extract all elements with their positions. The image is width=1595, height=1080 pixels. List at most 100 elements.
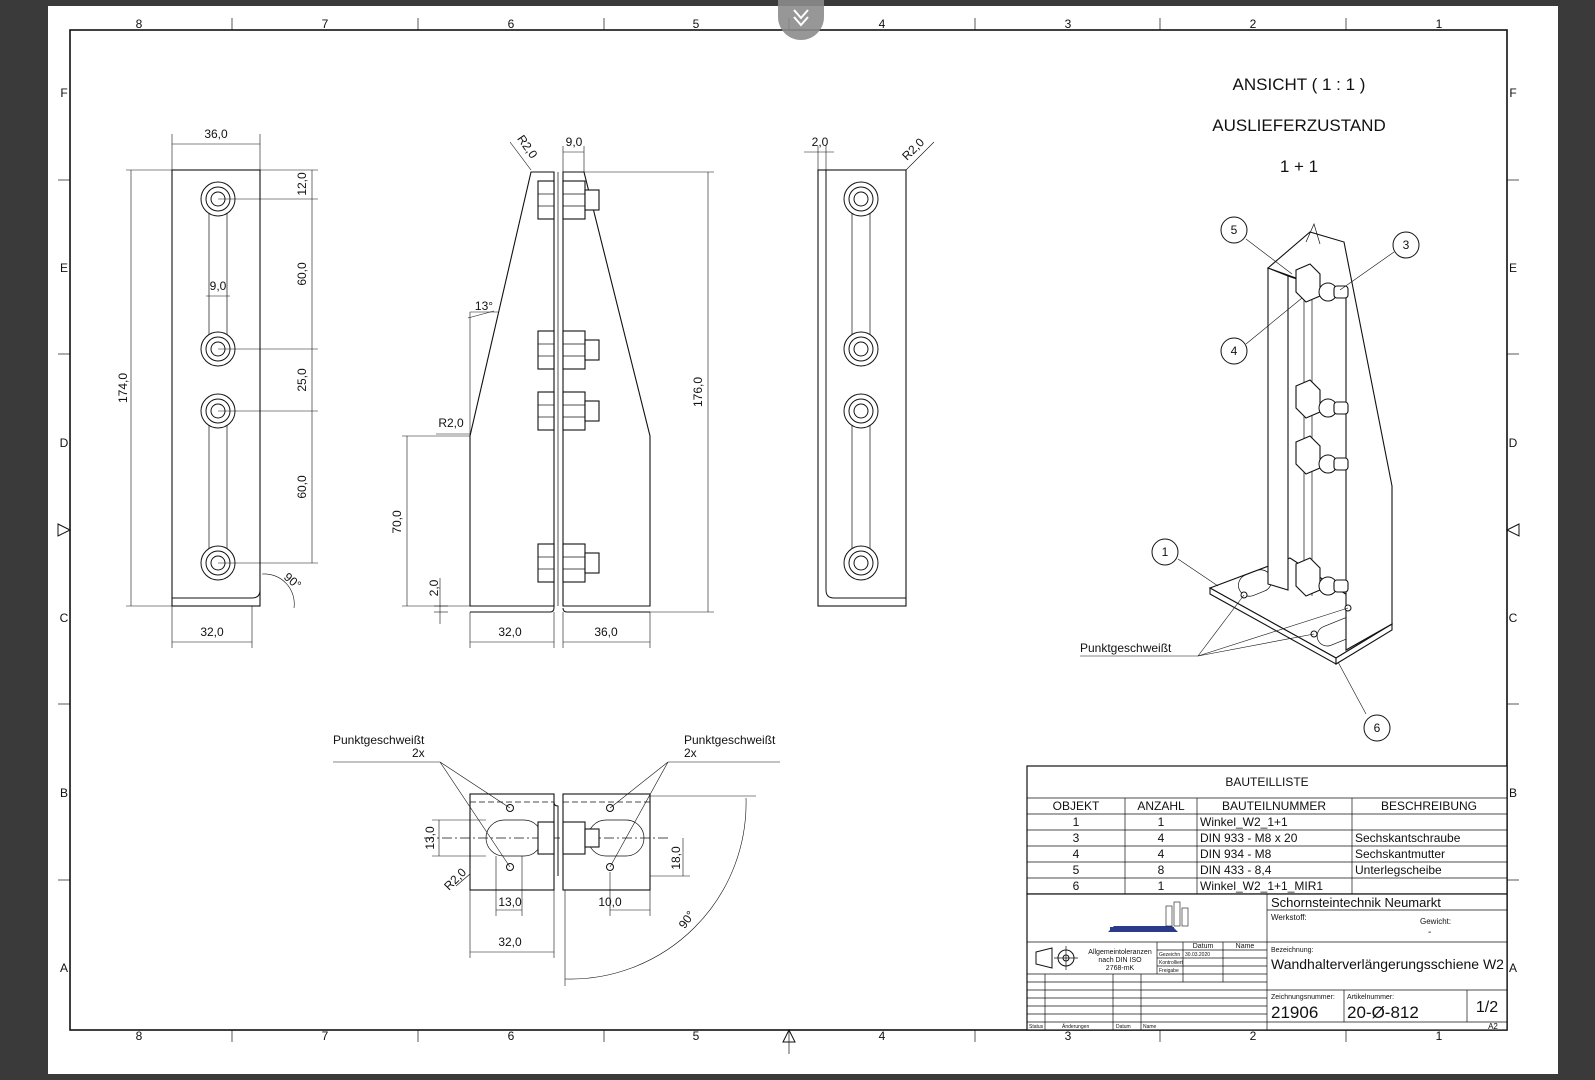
- svg-text:8: 8: [1158, 863, 1165, 877]
- row-label: C: [1509, 611, 1518, 625]
- svg-text:DIN 934 - M8: DIN 934 - M8: [1200, 847, 1272, 861]
- row-label: F: [60, 86, 67, 100]
- bom-header: BESCHREIBUNG: [1381, 799, 1477, 813]
- column-label: 5: [693, 17, 700, 31]
- approval-header: Datum: [1193, 943, 1214, 950]
- dimension-label: R2,0: [514, 132, 540, 161]
- bolt-assembly: [537, 330, 600, 370]
- item-balloon: 1: [1151, 538, 1179, 566]
- dimension-label: 2,0: [427, 579, 441, 596]
- svg-text:1: 1: [1158, 815, 1165, 829]
- approval-row: Gezeichn: [1159, 952, 1180, 958]
- row-label: E: [1509, 261, 1517, 275]
- row-label: D: [1509, 436, 1518, 450]
- column-label: 1: [1436, 17, 1443, 31]
- drawing-number-label: Zeichnungsnummer:: [1271, 994, 1335, 1001]
- dimension-label: 32,0: [498, 935, 522, 949]
- column-label: 4: [879, 17, 886, 31]
- column-label: 2: [1250, 1029, 1257, 1043]
- company-logo: [1108, 901, 1189, 932]
- revision-header: Name: [1143, 1024, 1157, 1030]
- column-label: 6: [508, 1029, 515, 1043]
- bom-table: BAUTEILLISTE OBJEKT ANZAHL BAUTEILNUMMER…: [1026, 765, 1508, 895]
- bolt-assembly: [1295, 557, 1349, 597]
- dimension-label: 60,0: [295, 475, 309, 499]
- svg-text:6: 6: [1073, 879, 1080, 893]
- company-name: Schornsteintechnik Neumarkt: [1271, 895, 1441, 910]
- approval-date: 30.03.2020: [1185, 952, 1210, 958]
- item-balloon: 4: [1220, 337, 1248, 365]
- dimension-label: 176,0: [691, 377, 705, 407]
- row-label: D: [60, 436, 69, 450]
- viewer-pan-handle[interactable]: [778, 0, 824, 40]
- view-isometric: ANSICHT ( 1 : 1 ) AUSLIEFERZUSTAND 1 + 1: [1080, 75, 1420, 742]
- bom-header: BAUTEILNUMMER: [1222, 799, 1326, 813]
- bom-row: 6 1 Winkel_W2_1+1_MIR1: [1073, 879, 1324, 893]
- designation-label: Bezeichnung:: [1271, 947, 1313, 954]
- approval-row: Freigabe: [1159, 968, 1179, 974]
- column-label: 5: [693, 1029, 700, 1043]
- drawing-number: 21906: [1271, 1003, 1318, 1022]
- dimension-label: 18,0: [669, 846, 683, 870]
- weight-label: Gewicht:: [1420, 917, 1451, 926]
- row-label: A: [60, 961, 68, 975]
- dimension-label: 90°: [281, 570, 304, 593]
- column-label: 6: [508, 17, 515, 31]
- dimension-label: 32,0: [200, 625, 224, 639]
- bom-row: 5 8 DIN 433 - 8,4 Unterlegscheibe: [1073, 863, 1442, 877]
- svg-text:DIN 933 - M8 x 20: DIN 933 - M8 x 20: [1200, 831, 1298, 845]
- row-label: B: [60, 786, 68, 800]
- svg-text:4: 4: [1073, 847, 1080, 861]
- title-block: Allgemeintoleranzen nach DIN ISO 2768-mK…: [1026, 893, 1508, 1031]
- dimension-label: 10,0: [598, 895, 622, 909]
- bolt-assembly: [1295, 263, 1349, 303]
- dimension-label: R2,0: [438, 416, 464, 430]
- svg-text:Unterlegscheibe: Unterlegscheibe: [1355, 863, 1442, 877]
- item-balloon: 5: [1220, 216, 1248, 244]
- row-label: E: [60, 261, 68, 275]
- sheet-format: A2: [1488, 1022, 1498, 1031]
- revision-header: Status: [1029, 1024, 1044, 1030]
- dimension-label: 25,0: [295, 368, 309, 392]
- dimension-label: 60,0: [295, 262, 309, 286]
- designation: Wandhalterverlängerungsschiene W2: [1271, 956, 1504, 972]
- projection-symbol-icon: [1035, 946, 1078, 970]
- column-label: 8: [136, 1029, 143, 1043]
- item-balloon: 6: [1363, 714, 1391, 742]
- dimension-label: 36,0: [204, 127, 228, 141]
- tolerance-note: nach DIN ISO: [1098, 957, 1142, 964]
- column-label: 3: [1065, 1029, 1072, 1043]
- bolt-assembly: [1295, 379, 1349, 419]
- column-label: 7: [322, 1029, 329, 1043]
- weld-note: Punktgeschweißt: [333, 733, 425, 747]
- bolt-head: [843, 181, 879, 217]
- dimension-label: 13,0: [498, 895, 522, 909]
- tolerance-note: Allgemeintoleranzen: [1088, 949, 1152, 956]
- svg-text:DIN 433 - 8,4: DIN 433 - 8,4: [1200, 863, 1272, 877]
- column-label: 2: [1250, 17, 1257, 31]
- svg-text:1: 1: [1158, 879, 1165, 893]
- column-label: 4: [879, 1029, 886, 1043]
- bom-header: OBJEKT: [1053, 799, 1100, 813]
- weld-note: Punktgeschweißt: [1080, 641, 1172, 655]
- dimension-label: 9,0: [566, 135, 583, 149]
- bolt-head: [843, 331, 879, 367]
- dimension-label: 12,0: [295, 172, 309, 196]
- dimension-label: 9,0: [210, 279, 227, 293]
- svg-text:3: 3: [1073, 831, 1080, 845]
- technical-drawing: 8 7 6 5 4 3 2 1 8 7 6 5 4 3 2 1 F E D C …: [57, 17, 1520, 1054]
- svg-text:4: 4: [1158, 847, 1165, 861]
- bolt-assembly: [537, 543, 600, 583]
- bolt-assembly: [537, 391, 600, 431]
- svg-text:Sechskantmutter: Sechskantmutter: [1355, 847, 1445, 861]
- view-front-right: 2,0 R2,0: [804, 135, 935, 607]
- bolt-head: [843, 393, 879, 429]
- weld-note: Punktgeschweißt: [684, 733, 776, 747]
- view-top: Punktgeschweißt 2x Punktgeschweißt 2x 13…: [333, 733, 780, 986]
- svg-text:6: 6: [1374, 721, 1381, 735]
- material-label: Werkstoff:: [1271, 913, 1307, 922]
- bom-row: 4 4 DIN 934 - M8 Sechskantmutter: [1073, 847, 1445, 861]
- weight-value: -: [1428, 927, 1431, 938]
- bom-row: 3 4 DIN 933 - M8 x 20 Sechskantschraube: [1073, 831, 1461, 845]
- svg-text:4: 4: [1231, 344, 1238, 358]
